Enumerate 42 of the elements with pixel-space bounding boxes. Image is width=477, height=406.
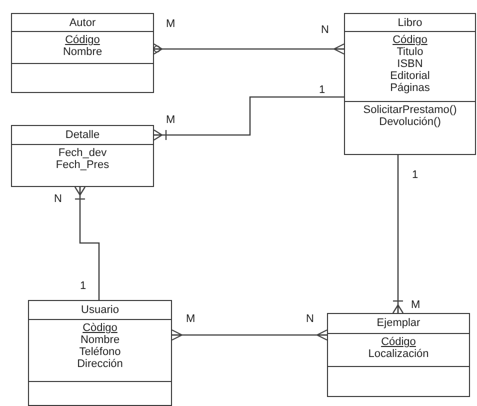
cardinality-label: M [411, 299, 420, 311]
attribute-name: Fech_dev [58, 147, 107, 159]
class-box [344, 13, 476, 155]
attribute-name: Páginas [390, 82, 430, 94]
class-name: Autor [69, 17, 96, 29]
class-box [327, 313, 470, 397]
class-name: Libro [398, 17, 422, 29]
class-box [11, 13, 154, 93]
cardinality-label: M [166, 114, 176, 126]
cardinality-label: N [54, 193, 62, 205]
relationship-connector [171, 329, 328, 341]
cardinality-label: M [166, 18, 176, 30]
attribute-name: Localización [368, 348, 429, 360]
cardinality-label: 1 [412, 169, 418, 181]
relationship-connector [153, 43, 345, 55]
attribute-name: Código [65, 34, 100, 46]
attribute-name: Titulo [396, 46, 424, 58]
class-box [28, 300, 172, 406]
attribute-name: ISBN [397, 58, 423, 70]
relationship-connector [74, 186, 100, 300]
class-box [11, 125, 154, 187]
cardinality-label: N [306, 313, 314, 325]
relationship-connector [392, 155, 404, 314]
relationship-connector [153, 96, 344, 141]
attribute-name: Código [392, 34, 428, 46]
attribute-name: Còdigo [82, 322, 118, 334]
cardinality-label: 1 [80, 280, 86, 292]
class-name: Detalle [65, 129, 100, 141]
method-name: Devolución() [379, 116, 441, 128]
cardinality-label: N [321, 24, 329, 36]
attribute-name: Editorial [390, 70, 430, 82]
attribute-name: Fech_Pres [56, 159, 110, 171]
attribute-name: Código [381, 336, 416, 348]
attribute-name: Nombre [62, 46, 102, 58]
attribute-name: Dirección [77, 358, 123, 370]
method-name: SolicitarPrestamo() [363, 104, 457, 116]
class-name: Usuario [81, 304, 119, 316]
attribute-name: Teléfono [79, 346, 121, 358]
class-name: Ejemplar [376, 317, 420, 329]
cardinality-label: M [186, 313, 196, 325]
attribute-name: Nombre [80, 334, 120, 346]
cardinality-label: 1 [319, 84, 326, 96]
